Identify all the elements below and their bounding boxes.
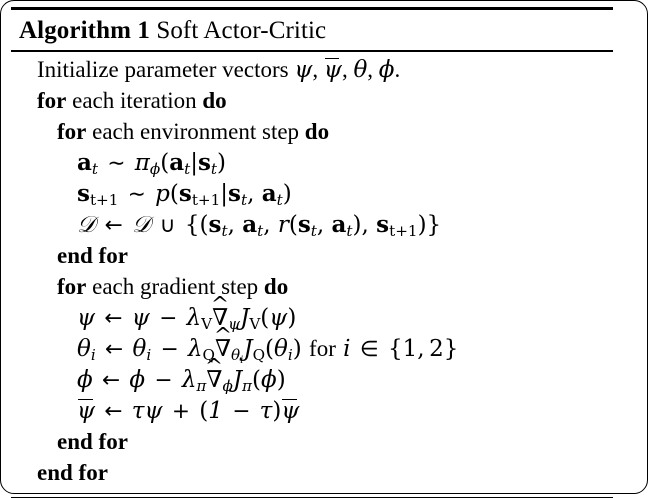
line-update-theta: θi ← θi − λQ∇θiJQ(θi) for i ∈ {1, 2} [11,337,613,368]
algorithm-body: Initialize parameter vectors ψ, ψ, θ, ϕ.… [11,52,613,497]
line-sample-action: at ∼ πϕ(at|st) [77,148,227,178]
line-sample-next-state: st+1 ∼ p(st+1|st, at) [77,179,292,209]
algorithm-title-text: Soft Actor-Critic [156,17,327,44]
line-for-gradient-step: for each gradient step do [57,273,289,299]
line-update-phi: ϕ ← ϕ − λπ∇ϕJπ(ϕ) [11,368,613,399]
line-replay-buffer-update: 𝒟 ← 𝒟 ∪ {(st, at, r(st, at), st+1)} [77,210,442,240]
line-end-for-iteration: end for [37,459,108,485]
line-end-for-env-step: end for [57,242,128,268]
algorithm-label: Algorithm [19,17,131,44]
line-end-for-gradient-step: end for [57,428,128,454]
line-for-env-step: for each environment step do [57,118,330,144]
line-initialize: Initialize parameter vectors ψ, ψ, θ, ϕ. [37,56,401,83]
algorithm-box: Algorithm 1 Soft Actor-Critic Initialize… [11,7,613,498]
algorithm-top-rule [11,7,613,10]
algorithm-title: Algorithm 1 Soft Actor-Critic [11,10,613,50]
algorithm-number: 1 [137,17,150,44]
line-update-psi: ψ ← ψ − λV∇ψJV(ψ) [11,306,613,337]
line-update-psi-bar: ψ ← τψ + (1 − τ)ψ [77,397,300,424]
algorithm-title-rule [11,50,613,52]
line-for-iteration: for each iteration do [37,87,227,113]
